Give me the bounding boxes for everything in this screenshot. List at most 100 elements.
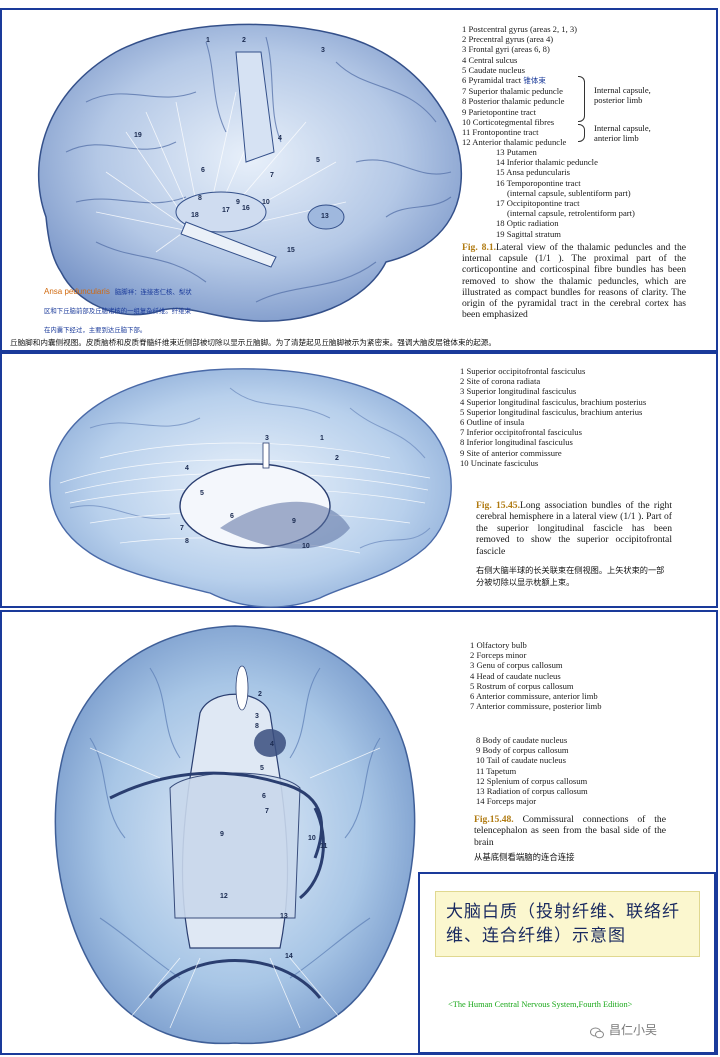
- legend-item: 1 Superior occipitofrontal fasciculus: [460, 366, 586, 376]
- svg-text:9: 9: [292, 518, 296, 525]
- panel-1-border: [0, 8, 718, 352]
- legend-item: 5 Caudate nucleus: [462, 64, 526, 75]
- svg-text:8: 8: [198, 195, 202, 202]
- legend-item: 12 Anterior thalamic peduncle: [462, 137, 567, 148]
- legend-item: 13 Radiation of corpus callosum: [476, 786, 588, 797]
- legend-item: (internal capsule, retrolentiform part): [507, 208, 635, 219]
- legend-item-text: 6 Pyramidal tract: [462, 75, 522, 86]
- brace-posterior-limb: [578, 76, 585, 122]
- svg-text:6: 6: [230, 513, 234, 520]
- panel-2-chinese-caption: 右侧大脑半球的长关联束在侧视图。上矢状束的一部分被切除以显示枕额上束。: [476, 565, 665, 587]
- ansa-title: Ansa peduncularis: [44, 287, 110, 296]
- svg-text:9: 9: [236, 199, 240, 206]
- legend-item: 6 Outline of insula: [460, 417, 525, 428]
- legend-item: 3 Frontal gyri (areas 6, 8): [462, 44, 550, 55]
- panel-2-legend: 1 Superior occipitofrontal fasciculus 2 …: [460, 366, 646, 468]
- legend-item: 6 Anterior commissure, anterior limb: [470, 691, 598, 702]
- legend-item: 7 Anterior commissure, posterior limb: [470, 701, 602, 712]
- caption-text: Long association bundles of the right ce…: [476, 500, 672, 557]
- legend-item: 3 Superior longitudinal fasciculus: [460, 386, 577, 397]
- legend-item: 14 Forceps major: [476, 796, 537, 807]
- summary-title: 大脑白质（投射纤维、联络纤维、连合纤维）示意图: [446, 902, 680, 946]
- svg-text:16: 16: [242, 205, 250, 212]
- legend-item: 6 Pyramidal tract 锥体束: [462, 75, 577, 86]
- legend-item: (internal capsule, sublentiform part): [507, 187, 631, 198]
- legend-item: 5 Superior longitudinal fasciculus, brac…: [460, 406, 643, 417]
- legend-item: 12 Splenium of corpus callosum: [476, 775, 588, 786]
- svg-text:5: 5: [316, 157, 320, 164]
- legend-item: 14 Inferior thalamic peduncle: [496, 157, 598, 168]
- summary-title-frame: 大脑白质（投射纤维、联络纤维、连合纤维）示意图 <The Human Centr…: [418, 872, 716, 1054]
- caption-text: Commissural connections of the telenceph…: [474, 814, 666, 848]
- legend-item: 19 Sagittal stratum: [496, 228, 561, 239]
- legend-item: 8 Inferior longitudinal fasciculus: [460, 437, 573, 448]
- figure-caption-8-1: Fig. 8.1.Lateral view of the thalamic pe…: [462, 242, 686, 320]
- legend-item: 4 Head of caudate nucleus: [470, 670, 561, 681]
- svg-text:1: 1: [320, 435, 324, 442]
- legend-item: 9 Site of anterior commissure: [460, 447, 562, 458]
- legend-item: 13 Putamen: [496, 147, 537, 157]
- legend-item: 11 Frontopontine tract: [462, 127, 539, 138]
- pyramidal-cn-note: 锥体束: [523, 76, 546, 86]
- group-label-posterior-limb: Internal capsule, posterior limb: [594, 85, 651, 105]
- svg-text:7: 7: [265, 808, 269, 815]
- ansa-description: 脑脚袢：连接杏仁核、梨状区和下丘脑前部及丘脑诸核的一组复杂纤维。纤维束在内囊下经…: [44, 288, 192, 334]
- summary-title-box: 大脑白质（投射纤维、联络纤维、连合纤维）示意图: [435, 891, 700, 957]
- legend-item: 3 Genu of corpus callosum: [470, 660, 563, 671]
- svg-text:5: 5: [200, 490, 204, 497]
- panel-2-border: [0, 352, 718, 608]
- wechat-icon: [590, 1024, 604, 1038]
- panel-3-legend-a: 1 Olfactory bulb 2 Forceps minor 3 Genu …: [470, 640, 602, 711]
- legend-item: 8 Posterior thalamic peduncle: [462, 96, 565, 107]
- legend-item: 7 Superior thalamic peduncle: [462, 86, 563, 97]
- legend-item: 16 Temporopontine tract: [496, 177, 581, 188]
- legend-item: 10 Uncinate fasciculus: [460, 457, 539, 468]
- figure-label: Fig. 15.45.: [476, 500, 520, 511]
- legend-item: 1 Olfactory bulb: [470, 640, 527, 650]
- group-label-anterior-limb: Internal capsule, anterior limb: [594, 123, 651, 143]
- svg-text:7: 7: [270, 172, 274, 179]
- svg-text:15: 15: [287, 247, 295, 254]
- legend-item: 15 Ansa peduncularis: [496, 167, 570, 178]
- panel-3-chinese-caption: 从基底侧看端脑的连合连接: [474, 852, 575, 862]
- svg-text:2: 2: [335, 455, 339, 462]
- legend-item: 9 Body of corpus callosum: [476, 745, 569, 756]
- svg-text:2: 2: [242, 37, 246, 44]
- watermark: 昌仁小吴: [590, 1021, 657, 1038]
- brain-association-bundles-illustration: 12 34 56 78 910: [49, 368, 452, 608]
- svg-text:4: 4: [278, 135, 282, 142]
- legend-item: 2 Precentral gyrus (area 4): [462, 34, 554, 45]
- legend-item: 5 Rostrum of corpus callosum: [470, 680, 574, 691]
- figure-label: Fig. 8.1.: [462, 242, 497, 253]
- brace-anterior-limb: [578, 124, 585, 142]
- legend-item: 7 Inferior occipitofrontal fasciculus: [460, 427, 582, 438]
- svg-text:11: 11: [320, 843, 328, 850]
- svg-text:4: 4: [185, 465, 189, 472]
- legend-item: 2 Forceps minor: [470, 650, 527, 661]
- svg-text:13: 13: [321, 213, 329, 220]
- svg-text:4: 4: [270, 741, 274, 748]
- svg-text:12: 12: [220, 893, 228, 900]
- svg-text:8: 8: [255, 723, 259, 730]
- svg-text:10: 10: [302, 543, 310, 550]
- svg-text:3: 3: [321, 47, 325, 54]
- legend-item: 4 Central sulcus: [462, 54, 518, 65]
- legend-item: 2 Site of corona radiata: [460, 376, 541, 387]
- figure-label: Fig.15.48.: [474, 814, 514, 825]
- svg-text:1: 1: [238, 680, 242, 687]
- svg-text:1: 1: [206, 37, 210, 44]
- panel-3-border: [0, 610, 718, 1055]
- legend-item: 10 Corticotegmental fibres: [462, 116, 555, 127]
- svg-text:19: 19: [134, 132, 142, 139]
- svg-text:7: 7: [180, 525, 184, 532]
- source-citation: <The Human Central Nervous System,Fourth…: [448, 1000, 633, 1009]
- svg-text:6: 6: [201, 167, 205, 174]
- legend-item: 17 Occipitopontine tract: [496, 198, 580, 209]
- figure-caption-15-45: Fig. 15.45.Long association bundles of t…: [476, 500, 672, 557]
- svg-text:17: 17: [222, 207, 230, 214]
- legend-item: 9 Parietopontine tract: [462, 106, 536, 117]
